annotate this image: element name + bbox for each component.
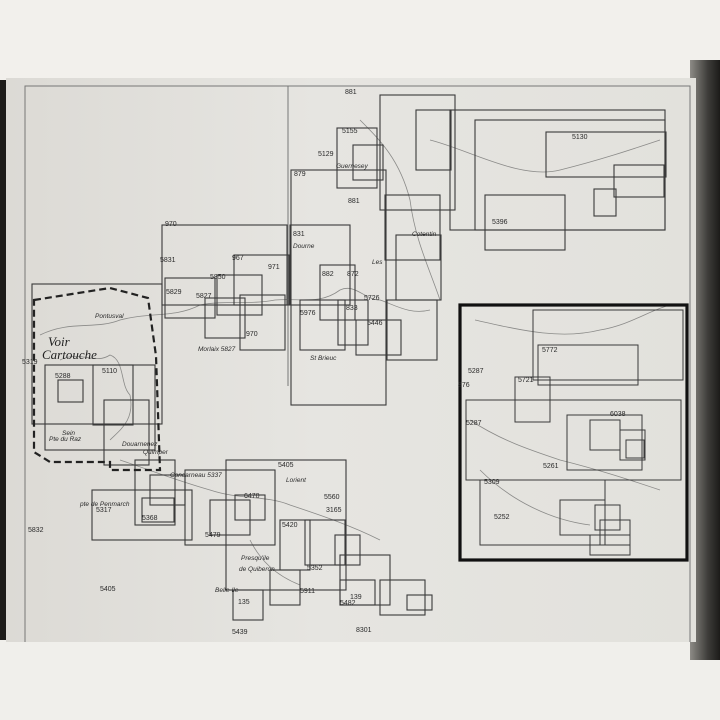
- chart-number-5261: 5261: [543, 463, 559, 470]
- chart-number-6470: 6470: [244, 493, 260, 500]
- chart-number-5772: 5772: [542, 347, 558, 354]
- place-name-pontusval: Pontusval: [95, 313, 124, 320]
- chart-number-5129: 5129: [318, 151, 334, 158]
- chart-number-5352: 5352: [307, 565, 323, 572]
- coastline-sketch: [39, 119, 671, 586]
- place-name-quiberon: de Quiberon: [239, 566, 275, 573]
- chart-number-3165: 3165: [326, 507, 342, 514]
- place-name-stbrieuc: St Brieuc: [310, 355, 337, 362]
- place-name-sein: Sein: [62, 430, 75, 437]
- inset-chart-boundaries: [465, 309, 684, 556]
- background-bottom: [0, 640, 720, 720]
- chart-number-5446: 5446: [367, 320, 383, 327]
- chart-number-881: 881: [348, 198, 360, 205]
- place-name-lorient: Lorient: [286, 477, 307, 484]
- chart-number-5479: 5479: [205, 532, 221, 539]
- place-name-morlaix: Morlaix 5827: [198, 346, 236, 353]
- chart-number-881: 881: [345, 89, 357, 96]
- chart-number-5252: 5252: [494, 514, 510, 521]
- chart-number-882: 882: [322, 271, 334, 278]
- cartouche-label: Cartouche: [42, 347, 97, 362]
- chart-number-879: 879: [294, 171, 306, 178]
- chart-number-5368: 5368: [142, 515, 158, 522]
- cartouche-boundary: [32, 286, 162, 472]
- place-name-leshauts: Dourne: [293, 243, 315, 250]
- chart-number-5405: 5405: [278, 462, 294, 469]
- chart-number-5850: 5850: [210, 274, 226, 281]
- chart-number-971: 971: [268, 264, 280, 271]
- cartouche-label-voir: Voir: [48, 334, 71, 349]
- page-frame: [24, 85, 691, 642]
- place-name-belleile: Belle-Ile: [215, 587, 239, 594]
- inset-frame: [458, 303, 689, 562]
- chart-number-6038: 6038: [610, 411, 626, 418]
- chart-number-970: 970: [246, 331, 258, 338]
- chart-number-872: 872: [347, 271, 359, 278]
- background-top: [0, 0, 720, 80]
- chart-number-5287: 5287: [468, 368, 484, 375]
- chart-index-page: 881 5155 5129 879 881 970 5850 971 967 831 5831 582…: [6, 78, 696, 642]
- chart-boundaries: [161, 94, 667, 406]
- place-name-cotentin: Cotentin: [412, 231, 437, 238]
- chart-index-map: 881 5155 5129 879 881 970 5850 971 967 831 5831 582…: [22, 85, 691, 642]
- chart-number-5831: 5831: [160, 257, 176, 264]
- chart-number-5832: 5832: [28, 527, 44, 534]
- chart-number-967: 967: [232, 255, 244, 262]
- chart-number-5288: 5288: [55, 373, 71, 380]
- chart-number-5405: 5405: [100, 586, 116, 593]
- chart-number-5482: 5482: [340, 600, 356, 607]
- place-name-penmarch: pte de Penmarch: [79, 501, 130, 508]
- chart-number-5287: 5287: [466, 420, 482, 427]
- place-name-quimper: Quimper: [143, 449, 169, 456]
- chart-number-139: 139: [350, 594, 362, 601]
- chart-number-5827: 5827: [196, 293, 212, 300]
- chart-number-5439: 5439: [232, 629, 248, 636]
- place-name-pointe_raz: Pte du Raz: [49, 436, 82, 443]
- chart-number-5721: 5721: [518, 377, 534, 384]
- place-name-concarneau: Concarneau 5337: [170, 472, 222, 479]
- chart-number-5130: 5130: [572, 134, 588, 141]
- chart-number-5560: 5560: [324, 494, 340, 501]
- chart-number-5726: 5726: [364, 295, 380, 302]
- chart-number-5396: 5396: [492, 219, 508, 226]
- chart-number-5317: 5317: [96, 507, 112, 514]
- place-name-douarnenez: Douarnenez: [122, 441, 158, 448]
- chart-number-5420: 5420: [282, 522, 298, 529]
- chart-number-5319: 5319: [22, 359, 38, 366]
- chart-number-970: 970: [165, 221, 177, 228]
- chart-number-833: 833: [346, 305, 358, 312]
- chart-number-876: 876: [458, 382, 470, 389]
- place-name-presquile: Presqu'ile: [241, 555, 270, 562]
- chart-number-8301: 8301: [356, 627, 372, 634]
- chart-number-831: 831: [293, 231, 305, 238]
- place-name-guernesey: Guernesey: [336, 163, 369, 170]
- chart-number-5829: 5829: [166, 289, 182, 296]
- chart-number-5309: 5309: [484, 479, 500, 486]
- chart-number-labels: 881 5155 5129 879 881 970 5850 971 967 831 5831 582…: [22, 89, 626, 636]
- chart-number-5911: 5911: [300, 588, 315, 595]
- chart-number-5155: 5155: [342, 128, 358, 135]
- chart-number-5976: 5976: [300, 310, 316, 317]
- chart-number-5110: 5110: [102, 368, 117, 375]
- chart-number-135: 135: [238, 599, 250, 606]
- place-name-lesminq: Les: [372, 259, 383, 266]
